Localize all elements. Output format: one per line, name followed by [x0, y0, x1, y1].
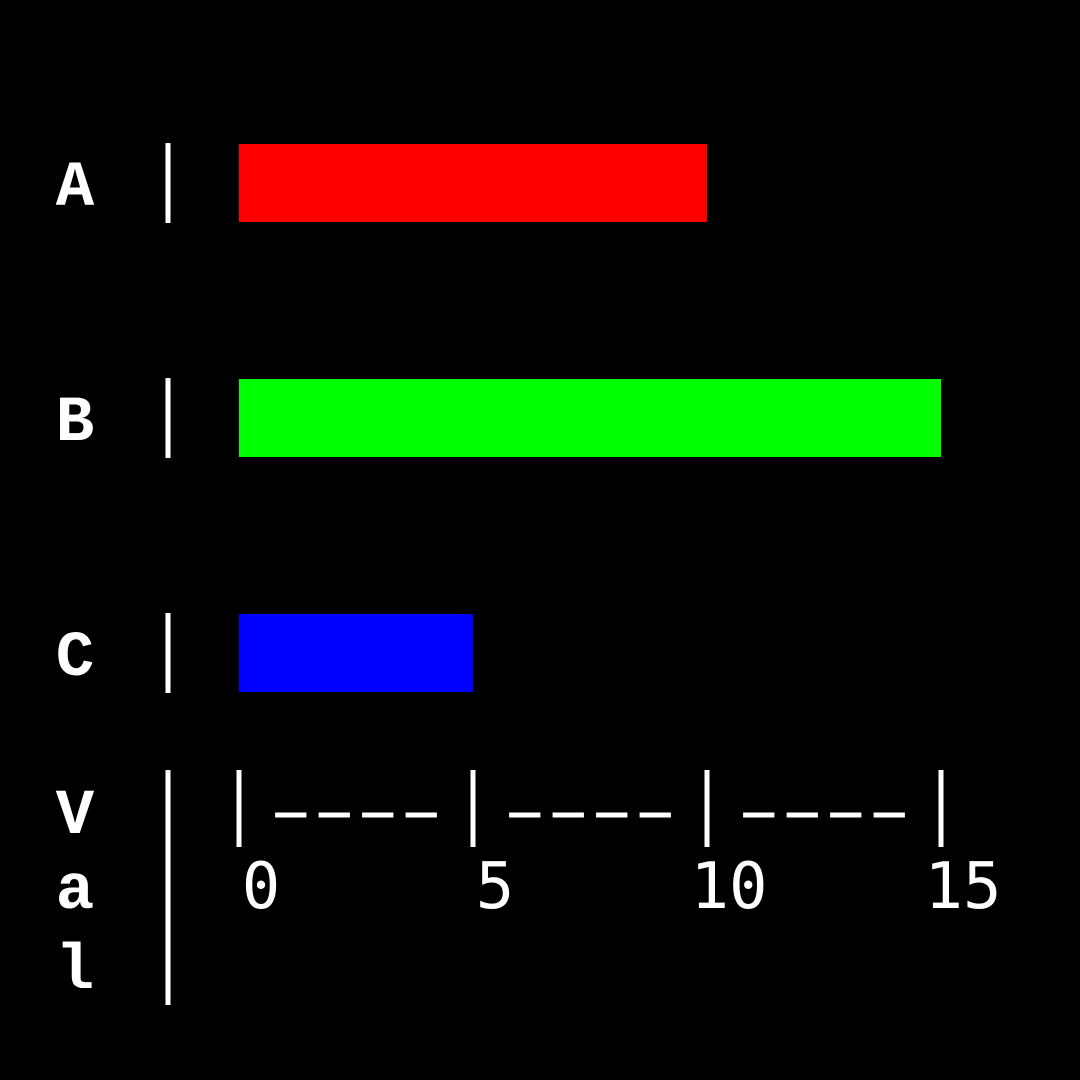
bar-b: [239, 379, 941, 457]
x-tick-label: 15: [924, 850, 1001, 924]
category-label-b: B: [56, 388, 94, 460]
category-labels: A B C: [56, 153, 95, 695]
y-axis-label-char: V: [56, 781, 95, 853]
category-label-c: C: [56, 623, 94, 695]
x-tick-label: 10: [690, 850, 767, 924]
category-label-a: A: [56, 153, 95, 225]
y-axis-label-char: l: [56, 936, 94, 1008]
x-axis: 0 5 10 15: [236, 770, 1002, 924]
x-tick-label: 5: [476, 850, 515, 924]
y-axis-label: Val: [56, 781, 95, 1008]
bar-a: [239, 144, 707, 222]
y-axis-label-char: a: [56, 856, 94, 928]
x-tick-label: 0: [242, 850, 281, 924]
bars-layer: [239, 144, 941, 692]
bar-c: [239, 614, 473, 692]
